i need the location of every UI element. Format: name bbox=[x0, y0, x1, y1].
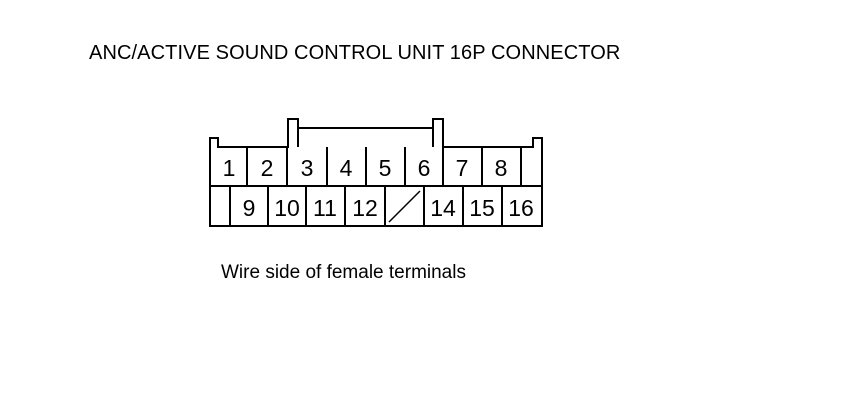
pin-label-12: 12 bbox=[352, 195, 378, 221]
pin-label-5: 5 bbox=[379, 155, 392, 181]
diagram-title: ANC/ACTIVE SOUND CONTROL UNIT 16P CONNEC… bbox=[89, 42, 621, 64]
pin-label-9: 9 bbox=[243, 195, 256, 221]
pin-label-10: 10 bbox=[274, 195, 300, 221]
empty-cavity-slash bbox=[388, 190, 421, 223]
diagram-caption: Wire side of female terminals bbox=[221, 262, 466, 283]
pin-label-4: 4 bbox=[340, 155, 353, 181]
pin-label-15: 15 bbox=[469, 195, 495, 221]
pin-label-1: 1 bbox=[223, 155, 236, 181]
pin-label-2: 2 bbox=[261, 155, 274, 181]
pin-label-6: 6 bbox=[418, 155, 431, 181]
pin-label-7: 7 bbox=[456, 155, 469, 181]
pin-label-8: 8 bbox=[495, 155, 508, 181]
pin-label-3: 3 bbox=[301, 155, 314, 181]
pin-label-16: 16 bbox=[508, 195, 534, 221]
connector-outline bbox=[209, 118, 543, 227]
pin-label-14: 14 bbox=[430, 195, 456, 221]
pin-label-11: 11 bbox=[313, 195, 337, 221]
